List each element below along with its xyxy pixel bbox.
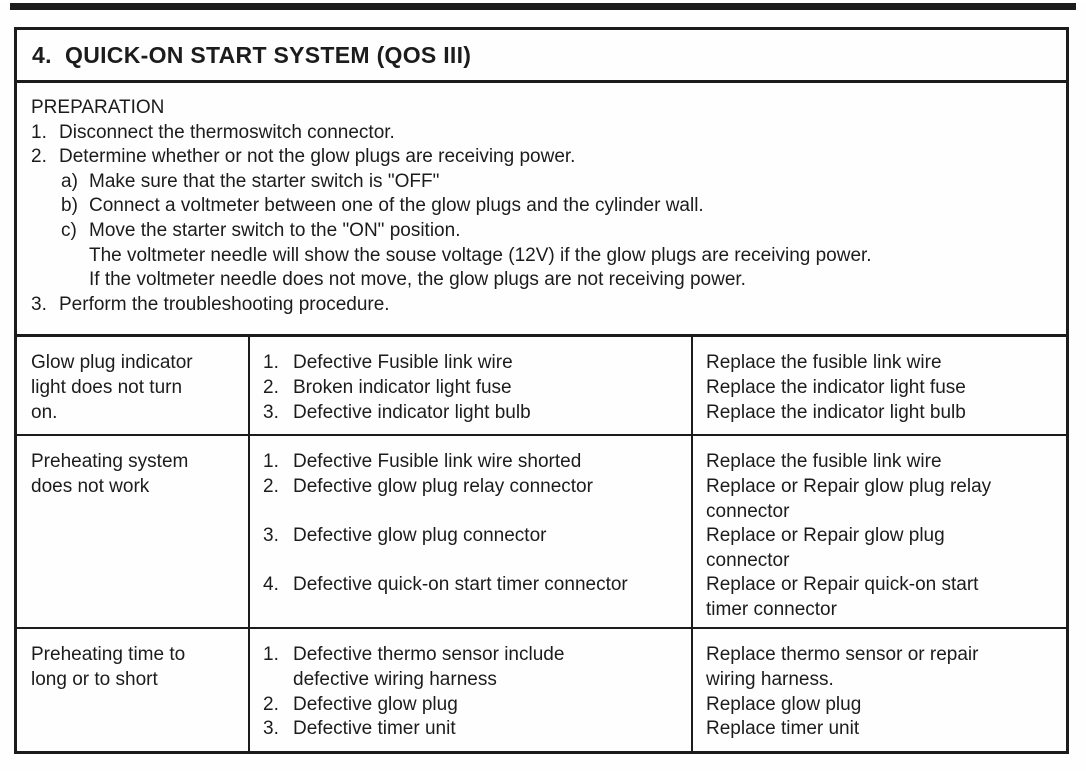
symptom-cell: Glow plug indicator light does not turn … [17, 337, 250, 435]
cause-text: Defective glow plug [293, 693, 458, 715]
preparation-list: 1. Disconnect the thermoswitch connector… [31, 121, 1054, 318]
cause-cell: 1. Defective thermo sensor include defec… [250, 629, 693, 693]
cause-remedy-entries: 1. Defective thermo sensor include defec… [250, 629, 1066, 752]
cause-remedy-entries: 1. Defective Fusible link wire Replace t… [250, 337, 1066, 435]
cause-number: 1. [263, 352, 279, 374]
remedy-text: Replace the indicator light bulb [706, 401, 966, 423]
remedy-text: Replace glow plug [706, 693, 862, 715]
preparation-step: The voltmeter needle will show the souse… [61, 244, 1054, 269]
cause-number: 3. [263, 525, 279, 547]
preparation-heading-line: PREPARATION [31, 96, 1054, 121]
step-label: 2. [31, 146, 47, 168]
cause-cell: 1. Defective Fusible link wire shorted [250, 436, 693, 475]
symptom-cell: Preheating system does not work [17, 436, 250, 628]
cause-text: Defective glow plug connector [293, 525, 547, 547]
preparation-step: 3. Perform the troubleshooting procedure… [31, 293, 1054, 318]
cause-cell: 2. Broken indicator light fuse [250, 375, 693, 401]
cause-cell: 3. Defective indicator light bulb [250, 400, 693, 435]
step-text: Make sure that the starter switch is "OF… [89, 170, 440, 192]
step-text: Move the starter switch to the "ON" posi… [89, 219, 461, 241]
cause-cell: 3. Defective glow plug connector [250, 524, 693, 574]
section-title-bar: 4. QUICK-ON START SYSTEM (QOS III) [17, 30, 1066, 83]
step-label: b) [61, 195, 78, 217]
preparation-heading: PREPARATION [31, 97, 165, 118]
cause-number: 2. [263, 475, 279, 497]
remedy-text: Replace the indicator light fuse [706, 376, 966, 398]
page-top-rule [10, 3, 1076, 10]
cause-remedy-entry: 4. Defective quick-on start timer connec… [250, 573, 1066, 628]
table-row: Glow plug indicator light does not turn … [17, 337, 1066, 435]
remedy-text: Replace or Repair glow plug connector [706, 525, 945, 571]
cause-text: Defective indicator light bulb [293, 401, 531, 423]
step-label: a) [61, 170, 78, 192]
step-text: Perform the troubleshooting procedure. [59, 293, 390, 315]
manual-page-box: 4. QUICK-ON START SYSTEM (QOS III) PREPAR… [14, 27, 1069, 755]
remedy-text: Replace timer unit [706, 718, 860, 740]
cause-number: 2. [263, 693, 279, 715]
step-text: Determine whether or not the glow plugs … [59, 146, 576, 168]
remedy-text: Replace the fusible link wire [706, 451, 942, 473]
cause-remedy-entries: 1. Defective Fusible link wire shorted R… [250, 436, 1066, 628]
cause-remedy-entry: 1. Defective thermo sensor include defec… [250, 629, 1066, 693]
table-row: Preheating time to long or to short 1. D… [17, 627, 1066, 752]
cause-remedy-entry: 2. Broken indicator light fuse Replace t… [250, 375, 1066, 401]
cause-remedy-entry: 1. Defective Fusible link wire Replace t… [250, 337, 1066, 376]
cause-cell: 2. Defective glow plug [250, 692, 693, 718]
cause-text: Defective timer unit [293, 718, 456, 740]
cause-remedy-entry: 3. Defective indicator light bulb Replac… [250, 400, 1066, 435]
remedy-text: Replace or Repair quick-on start timer c… [706, 574, 979, 620]
troubleshooting-table: Glow plug indicator light does not turn … [17, 334, 1066, 752]
cause-cell: 3. Defective timer unit [250, 717, 693, 752]
remedy-text: Replace thermo sensor or repair wiring h… [706, 644, 979, 690]
step-text: Disconnect the thermoswitch connector. [59, 121, 395, 143]
cause-remedy-entry: 1. Defective Fusible link wire shorted R… [250, 436, 1066, 475]
cause-text: Defective Fusible link wire shorted [293, 451, 582, 473]
preparation-step: 2. Determine whether or not the glow plu… [31, 145, 1054, 170]
step-label [61, 244, 89, 269]
remedy-text: Replace or Repair glow plug relay connec… [706, 475, 992, 522]
cause-text: Defective quick-on start timer connector [293, 574, 628, 596]
cause-number: 1. [263, 451, 279, 473]
step-text: Connect a voltmeter between one of the g… [89, 195, 704, 217]
remedy-text: Replace the fusible link wire [706, 352, 942, 374]
preparation-step: c) Move the starter switch to the "ON" p… [61, 219, 1054, 244]
cause-number: 3. [263, 401, 279, 423]
preparation-section: PREPARATION 1. Disconnect the thermoswit… [17, 83, 1066, 334]
preparation-step: 1. Disconnect the thermoswitch connector… [31, 121, 1054, 146]
cause-remedy-entry: 3. Defective glow plug connector Replace… [250, 524, 1066, 574]
cause-remedy-entry: 2. Defective glow plug relay connector R… [250, 474, 1066, 525]
step-text: If the voltmeter needle does not move, t… [89, 269, 746, 291]
step-label [61, 268, 89, 293]
cause-number: 2. [263, 376, 279, 398]
cause-cell: 2. Defective glow plug relay connector [250, 474, 693, 525]
section-title: QUICK-ON START SYSTEM (QOS III) [65, 42, 472, 68]
preparation-step: If the voltmeter needle does not move, t… [61, 268, 1054, 293]
preparation-step: b) Connect a voltmeter between one of th… [61, 194, 1054, 219]
cause-number: 1. [263, 644, 279, 666]
cause-text: Broken indicator light fuse [293, 376, 512, 398]
cause-cell: 1. Defective Fusible link wire [250, 337, 693, 376]
step-text: The voltmeter needle will show the souse… [89, 244, 872, 266]
cause-text: Defective Fusible link wire [293, 352, 513, 374]
cause-number: 4. [263, 574, 279, 596]
section-number: 4. [32, 42, 52, 68]
cause-remedy-entry: 3. Defective timer unit Replace timer un… [250, 717, 1066, 752]
cause-cell: 4. Defective quick-on start timer connec… [250, 573, 693, 628]
preparation-step: a) Make sure that the starter switch is … [61, 170, 1054, 195]
step-label: 1. [31, 121, 47, 143]
cause-remedy-entry: 2. Defective glow plug Replace glow plug [250, 692, 1066, 718]
table-row: Preheating system does not work 1. Defec… [17, 434, 1066, 628]
step-label: c) [61, 219, 77, 241]
cause-number: 3. [263, 718, 279, 740]
cause-text: Defective thermo sensor include defectiv… [293, 644, 565, 690]
symptom-cell: Preheating time to long or to short [17, 629, 250, 752]
step-label: 3. [31, 293, 47, 315]
cause-text: Defective glow plug relay connector [293, 475, 593, 497]
